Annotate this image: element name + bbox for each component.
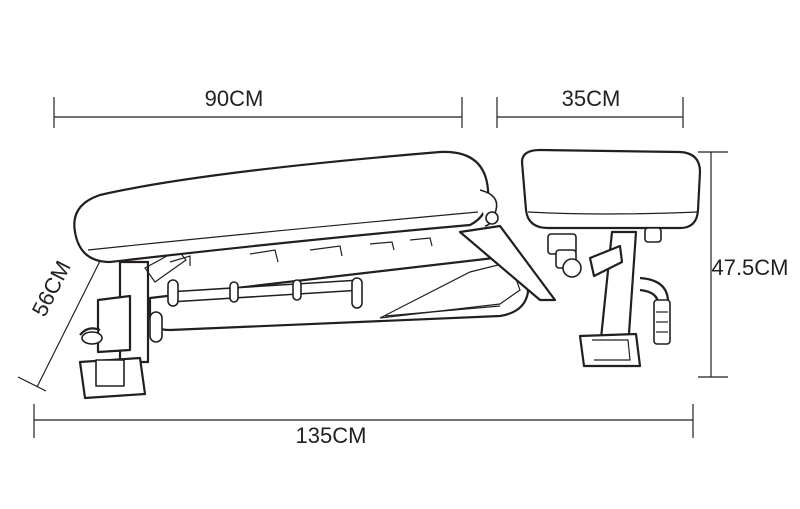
adjustment-ladder (167, 277, 363, 309)
total-length-label: 135CM (296, 423, 367, 448)
seat-pad-length-label: 35CM (562, 86, 621, 111)
seat-mechanism (547, 227, 662, 278)
seat-pad (520, 148, 702, 230)
dimension-back-pad: 90CM (53, 86, 463, 128)
dimension-height: 47.5CM (698, 151, 789, 378)
back-pad (73, 150, 499, 264)
height-label: 47.5CM (711, 255, 788, 280)
dimension-seat-pad: 35CM (496, 86, 684, 128)
rear-handle (639, 276, 671, 345)
dimension-total-length: 135CM (33, 404, 694, 448)
front-leg (78, 249, 187, 400)
bench-illustration (73, 148, 702, 400)
width-label: 56CM (27, 257, 76, 321)
rear-leg (578, 230, 642, 368)
back-pad-length-label: 90CM (205, 86, 264, 111)
